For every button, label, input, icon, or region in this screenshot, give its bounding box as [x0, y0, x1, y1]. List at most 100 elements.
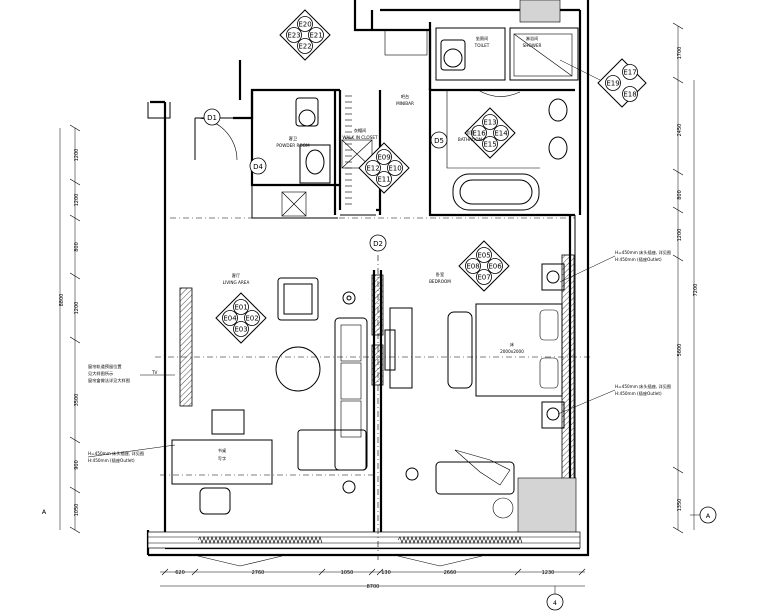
- closet-label-cn: 衣帽间: [354, 127, 367, 134]
- tag-e03-label: E03: [234, 326, 247, 334]
- tag-e19: [605, 75, 621, 91]
- dim-left-6: 900: [74, 460, 80, 470]
- grid-a-right: A: [706, 512, 711, 520]
- dim-left-0: 1200: [74, 149, 80, 162]
- toilet-label-en: TOILET: [474, 43, 490, 48]
- grid-a-left: A: [42, 508, 47, 516]
- tag-e11-label: E11: [377, 176, 390, 184]
- dim-bottom-0: 620: [175, 570, 185, 576]
- dim-left-3: 1200: [74, 302, 80, 315]
- door-tag-d1-label: D1: [207, 114, 217, 122]
- tag-e22: [297, 38, 313, 54]
- tag-e16: [471, 125, 487, 141]
- dim-right-2: 800: [677, 190, 683, 200]
- bed-label: 床: [510, 341, 515, 348]
- tag-e21: [308, 27, 324, 43]
- dim-bottom-5: 1230: [542, 570, 555, 576]
- dim-right-5: 1350: [677, 499, 683, 512]
- tag-e04-label: E04: [223, 315, 237, 323]
- bathroom-label-cn: 浴室: [466, 129, 474, 136]
- bathtub: [452, 173, 540, 211]
- tag-e21-label: E21: [309, 32, 322, 40]
- minibar-label-cn: 吧台: [401, 93, 409, 100]
- tag-e12-label: E12: [366, 165, 379, 173]
- outlet-note-right-bottom-2: H:450mm (插座Outlet): [615, 390, 662, 397]
- tag-e19-label: E19: [606, 80, 619, 88]
- tag-e10-label: E10: [388, 165, 401, 173]
- minibar-label-en: MINIBAR: [396, 101, 414, 106]
- outlet-note-right-bottom-1: H=450mm 床头插座, 详见图: [615, 383, 671, 390]
- tag-e01: [233, 299, 249, 315]
- tag-e08-label: E08: [466, 263, 479, 271]
- tag-e09: [376, 149, 392, 165]
- bedroom-label-en: BEDROOM: [429, 279, 451, 284]
- dim-left-7: 1050: [74, 504, 80, 517]
- room-labels: 客厅 LIVING AREA 卧室 BEDROOM 浴室 BATHROOM 客卫…: [218, 35, 542, 462]
- curtain-note-2: 见大样图所示: [88, 370, 113, 377]
- tag-e16-label: E16: [472, 130, 486, 138]
- dim-right-3: 1200: [677, 229, 683, 242]
- walls: [146, 0, 590, 557]
- tag-e23: [286, 27, 302, 43]
- bedroom-label-cn: 卧室: [436, 271, 444, 278]
- dim-bottom-6: 8700: [367, 584, 380, 590]
- tag-e10: [387, 160, 403, 176]
- door-tag-d4: [249, 157, 267, 175]
- curtain-note-1: 窗帘轨道预留位置: [88, 363, 122, 370]
- outlet-note-right-top-2: H:450mm (插座Outlet): [615, 256, 662, 263]
- dim-left-4: 8800: [59, 294, 65, 307]
- door-tag-d2: [369, 234, 387, 252]
- tag-e20: [297, 16, 313, 32]
- tag-e17: [622, 64, 638, 80]
- tag-e13-label: E13: [483, 119, 496, 127]
- shower-label-cn: 淋浴间: [526, 35, 539, 42]
- dim-bottom-1: 2760: [252, 570, 265, 576]
- dim-right-4: 5600: [677, 344, 683, 357]
- tag-e17-label: E17: [623, 69, 636, 77]
- outlet-note-right-top-1: H=450mm 床头插座, 详见图: [615, 249, 671, 256]
- outlet-note-left-2: H:450mm (插座Outlet): [88, 457, 135, 464]
- tag-e07: [476, 269, 492, 285]
- door-tag-d2-label: D2: [373, 240, 383, 248]
- toilet-label-cn: 坐厕间: [476, 35, 489, 42]
- tag-e15: [482, 136, 498, 152]
- tag-e15-label: E15: [483, 141, 496, 149]
- bed: [475, 303, 563, 397]
- bathroom-label-en: BATHROOM: [458, 137, 483, 142]
- curtain-note-3: 窗帘盒做法详见大样图: [88, 377, 130, 384]
- tag-e14-label: E14: [494, 130, 508, 138]
- powder-label-en: POWDER ROOM: [276, 143, 310, 148]
- dim-left-2: 800: [74, 242, 80, 252]
- desk-label: 书桌: [218, 447, 227, 454]
- tag-e18: [622, 86, 638, 102]
- tag-e01-label: E01: [234, 304, 247, 312]
- outlet-note-left-1: H=450mm 床头插座, 详见图: [88, 450, 144, 457]
- tag-e13: [482, 114, 498, 130]
- tag-e18-label: E18: [623, 91, 636, 99]
- door-tags: D1 D2 D4 D5: [203, 108, 448, 252]
- tv-note: TV: [151, 370, 158, 375]
- living-label-en: LIVING AREA: [223, 280, 250, 285]
- dim-bottom-2: 1050: [341, 570, 354, 576]
- column-block: [517, 477, 577, 541]
- dim-bottom-4: 2660: [444, 570, 457, 576]
- tag-e11: [376, 171, 392, 187]
- tag-e22-label: E22: [298, 43, 311, 51]
- tag-e04: [222, 310, 238, 326]
- tag-e12: [365, 160, 381, 176]
- closet-label-en: WALK IN CLOSET: [342, 135, 378, 140]
- dim-right-0: 1700: [677, 47, 683, 60]
- tag-e20-label: E20: [298, 21, 311, 29]
- tag-e05: [476, 247, 492, 263]
- grid-4-bottom: 4: [553, 599, 557, 607]
- grid-bubbles: A A 4: [42, 506, 717, 611]
- desk-sub-label: 写字: [218, 455, 226, 462]
- shower-label-en: SHOWER: [523, 43, 542, 48]
